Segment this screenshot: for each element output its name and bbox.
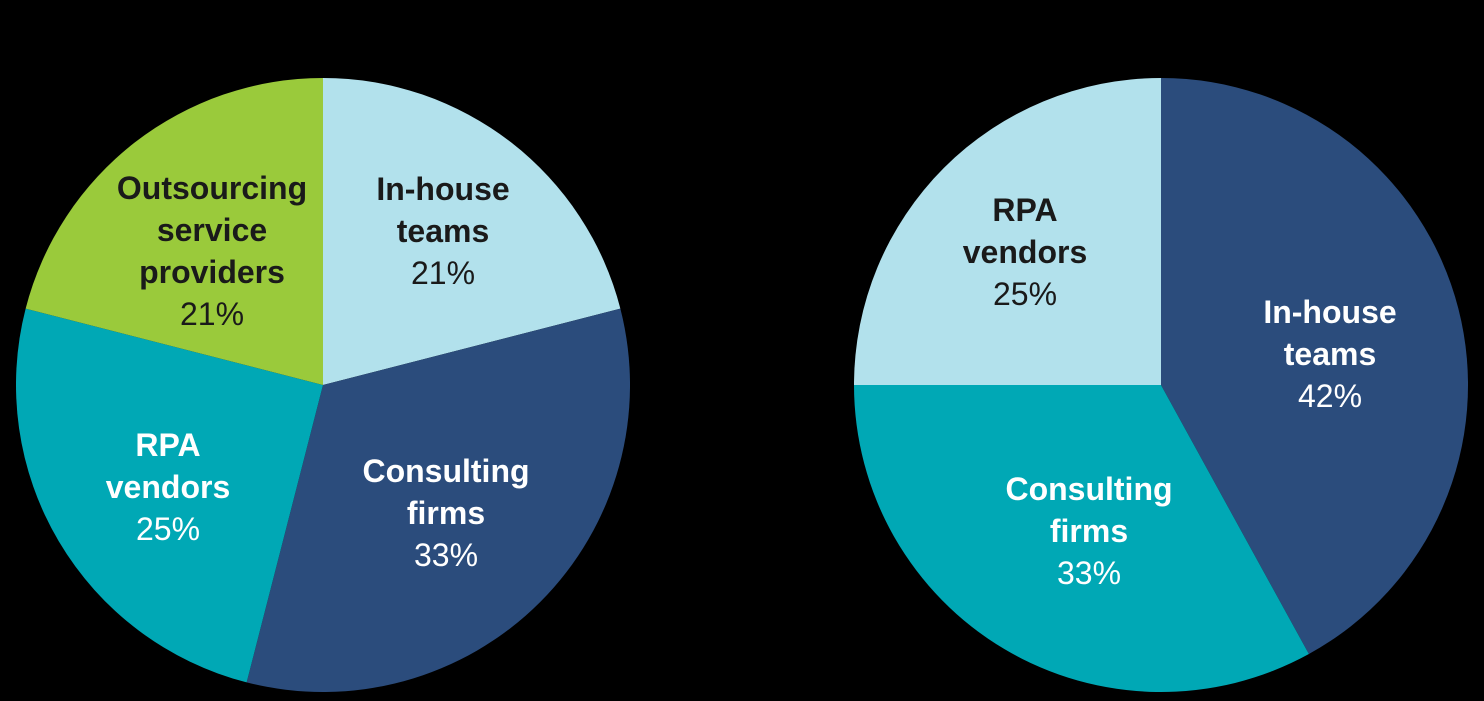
pie-right-slice-in-house-teams bbox=[1161, 78, 1469, 655]
pie-right-slice-consulting-firms bbox=[854, 385, 1309, 693]
pie-left-slice-in-house-teams bbox=[323, 78, 621, 385]
pie-left-slice-outsourcing-service-providers bbox=[25, 78, 323, 385]
pie-left-slice-consulting-firms bbox=[246, 308, 631, 693]
pie-left-slice-rpa-vendors bbox=[15, 308, 324, 683]
pie-right-slice-rpa-vendors bbox=[854, 78, 1161, 385]
